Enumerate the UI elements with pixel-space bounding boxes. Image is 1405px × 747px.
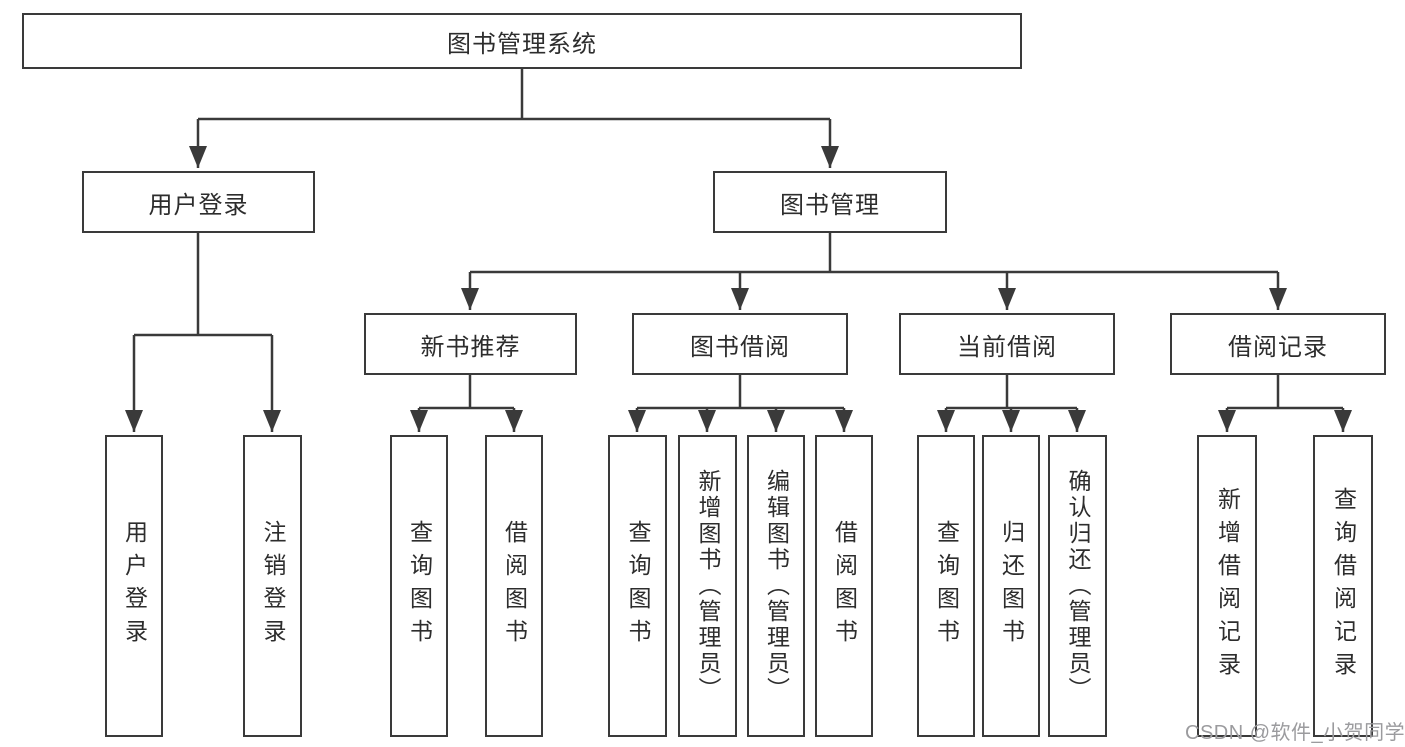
leaf-records-query-label: 查询借阅记录 — [1330, 487, 1357, 685]
leaf-borrow-add-admin-label: 新增图书（管理员） — [695, 469, 721, 703]
node-book-management-label: 图书管理 — [780, 191, 880, 219]
leaf-newbooks-query: 查询图书 — [390, 435, 448, 737]
node-borrow-records: 借阅记录 — [1170, 313, 1386, 375]
leaf-borrow-edit-admin: 编辑图书（管理员） — [747, 435, 805, 737]
node-book-borrow-label: 图书借阅 — [690, 333, 790, 361]
leaf-user-login-label: 用户登录 — [121, 520, 148, 652]
csdn-watermark: CSDN @软件_小贺同学 — [1185, 722, 1405, 744]
node-book-management: 图书管理 — [713, 171, 947, 233]
leaf-records-query: 查询借阅记录 — [1313, 435, 1373, 737]
node-new-book-recommend: 新书推荐 — [364, 313, 577, 375]
node-new-book-recommend-label: 新书推荐 — [420, 333, 521, 361]
node-current-borrow-label: 当前借阅 — [957, 333, 1057, 361]
leaf-records-add-label: 新增借阅记录 — [1214, 487, 1241, 685]
node-user-login-label: 用户登录 — [148, 191, 249, 219]
leaf-logout: 注销登录 — [243, 435, 302, 737]
leaf-current-query: 查询图书 — [917, 435, 975, 737]
leaf-records-add: 新增借阅记录 — [1197, 435, 1257, 737]
leaf-borrow-book: 借阅图书 — [815, 435, 873, 737]
node-root-system-label: 图书管理系统 — [447, 30, 597, 58]
leaf-borrow-edit-admin-label: 编辑图书（管理员） — [763, 469, 790, 703]
leaf-borrow-query: 查询图书 — [608, 435, 667, 737]
leaf-newbooks-query-label: 查询图书 — [406, 520, 433, 652]
leaf-borrow-book-label: 借阅图书 — [831, 520, 858, 652]
leaf-user-login: 用户登录 — [105, 435, 163, 737]
leaf-current-return: 归还图书 — [982, 435, 1040, 737]
leaf-logout-label: 注销登录 — [260, 520, 286, 652]
node-current-borrow: 当前借阅 — [899, 313, 1115, 375]
node-root-system: 图书管理系统 — [22, 13, 1022, 69]
leaf-borrow-add-admin: 新增图书（管理员） — [678, 435, 737, 737]
node-user-login: 用户登录 — [82, 171, 315, 233]
node-borrow-records-label: 借阅记录 — [1228, 333, 1328, 361]
leaf-newbooks-borrow: 借阅图书 — [485, 435, 543, 737]
leaf-borrow-query-label: 查询图书 — [625, 520, 651, 652]
leaf-newbooks-borrow-label: 借阅图书 — [501, 520, 528, 652]
leaf-current-confirm-admin-label: 确认归还（管理员） — [1065, 469, 1091, 703]
node-book-borrow: 图书借阅 — [632, 313, 848, 375]
leaf-current-return-label: 归还图书 — [998, 520, 1025, 652]
leaf-current-query-label: 查询图书 — [933, 520, 960, 652]
leaf-current-confirm-admin: 确认归还（管理员） — [1048, 435, 1107, 737]
